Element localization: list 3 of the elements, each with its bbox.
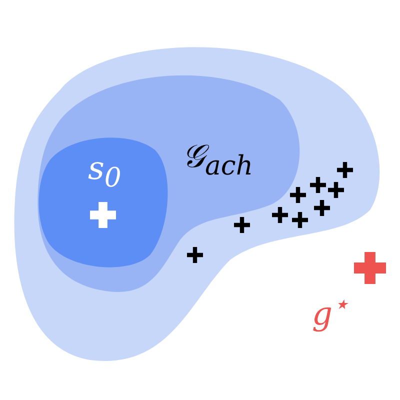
- region-label: 𝒢$_{ach}$: [182, 140, 253, 180]
- goal-label: g$^{⋆}$: [312, 292, 350, 330]
- region-label: s$_{0}$: [88, 152, 122, 192]
